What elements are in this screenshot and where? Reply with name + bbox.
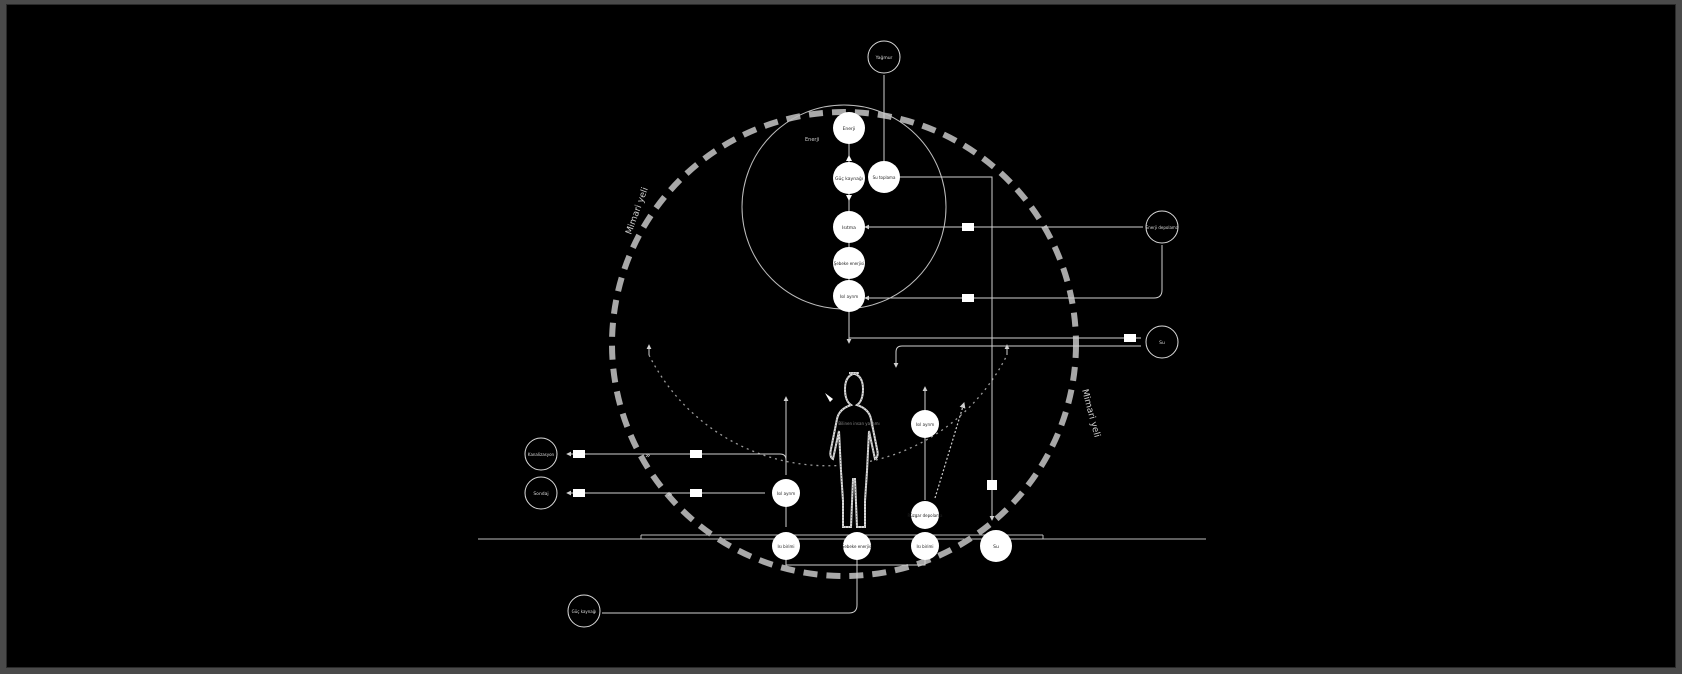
svg-text:Şebeke enerjisi: Şebeke enerjisi — [834, 261, 864, 266]
svg-text:»: » — [667, 490, 673, 500]
node-isi-birimi-right: Isı birimi — [911, 532, 939, 560]
svg-text:Su: Su — [993, 544, 999, 550]
system-label-right: Mimari yeli — [1079, 388, 1101, 438]
svg-text:Isıl ayrım: Isıl ayrım — [777, 491, 795, 496]
node-yagmur: Yağmur — [868, 41, 900, 73]
svg-text:Su toplama: Su toplama — [873, 175, 896, 180]
node-gunes-kaynagi-top: Güç kaynağı — [833, 162, 865, 194]
svg-text:Isıl ayrım: Isıl ayrım — [916, 422, 934, 427]
node-sebeke-enerjisi-top: Şebeke enerjisi — [833, 247, 865, 279]
energy-flow-diagram: Mimari yeli Mimari yeli Enerji Bilinen i… — [7, 5, 1676, 668]
svg-text:Su: Su — [1159, 340, 1165, 346]
svg-text:Şebeke enerjisi: Şebeke enerjisi — [842, 544, 872, 549]
system-label-left: Mimari yeli — [624, 186, 650, 236]
svg-text:Enerji depolama: Enerji depolama — [1146, 225, 1179, 230]
node-isi-right: Su — [1146, 326, 1178, 358]
svg-text:Güç kaynağı: Güç kaynağı — [835, 175, 863, 182]
node-isi-ayrimi-top: Isıl ayrım — [833, 280, 865, 312]
svg-text:Isıtma: Isıtma — [842, 225, 856, 231]
tank-label: Enerji — [805, 137, 819, 143]
node-su-toplama: Su toplama — [868, 161, 900, 193]
svg-text:Sondaj: Sondaj — [533, 491, 548, 497]
node-enerji-depolama: Enerji depolama — [1146, 211, 1179, 243]
svg-text:Kanalizasyon: Kanalizasyon — [528, 452, 555, 457]
svg-text:Isıl ayrım: Isıl ayrım — [840, 294, 858, 299]
human-figure: Bilinen insan yaşamı — [830, 373, 879, 527]
svg-text:Güç kaynağı: Güç kaynağı — [572, 609, 597, 614]
node-gunes-kaynagi-bottom: Güç kaynağı — [568, 595, 600, 627]
diagram-canvas: Mimari yeli Mimari yeli Enerji Bilinen i… — [6, 4, 1676, 668]
node-su-bottom: Su — [980, 530, 1012, 562]
node-sondaj: Sondaj — [525, 477, 557, 509]
node-isitma: Isıtma — [833, 211, 865, 243]
svg-text:Rüzgar depolama: Rüzgar depolama — [907, 513, 943, 518]
node-isil-ayrim-right: Isıl ayrım — [911, 410, 939, 438]
svg-text:Bilinen insan yaşamı: Bilinen insan yaşamı — [838, 421, 879, 426]
svg-text:»: » — [645, 451, 651, 461]
svg-text:Isı birimi: Isı birimi — [916, 544, 933, 549]
node-kanalizasyon: Kanalizasyon — [525, 438, 557, 470]
node-isil-ayrim-left: Isıl ayrım — [772, 479, 800, 507]
node-ruzgar-depolama: Rüzgar depolama — [907, 501, 943, 529]
inner-dotted-arc — [649, 355, 1007, 466]
svg-text:Enerji: Enerji — [843, 126, 856, 132]
node-enerji: Enerji — [833, 112, 865, 144]
svg-text:Yağmur: Yağmur — [875, 54, 893, 61]
node-sebeke-bottom: Şebeke enerjisi — [842, 532, 872, 560]
node-isi-birimi-left: Isı birimi — [772, 532, 800, 560]
svg-text:Isı birimi: Isı birimi — [777, 544, 794, 549]
